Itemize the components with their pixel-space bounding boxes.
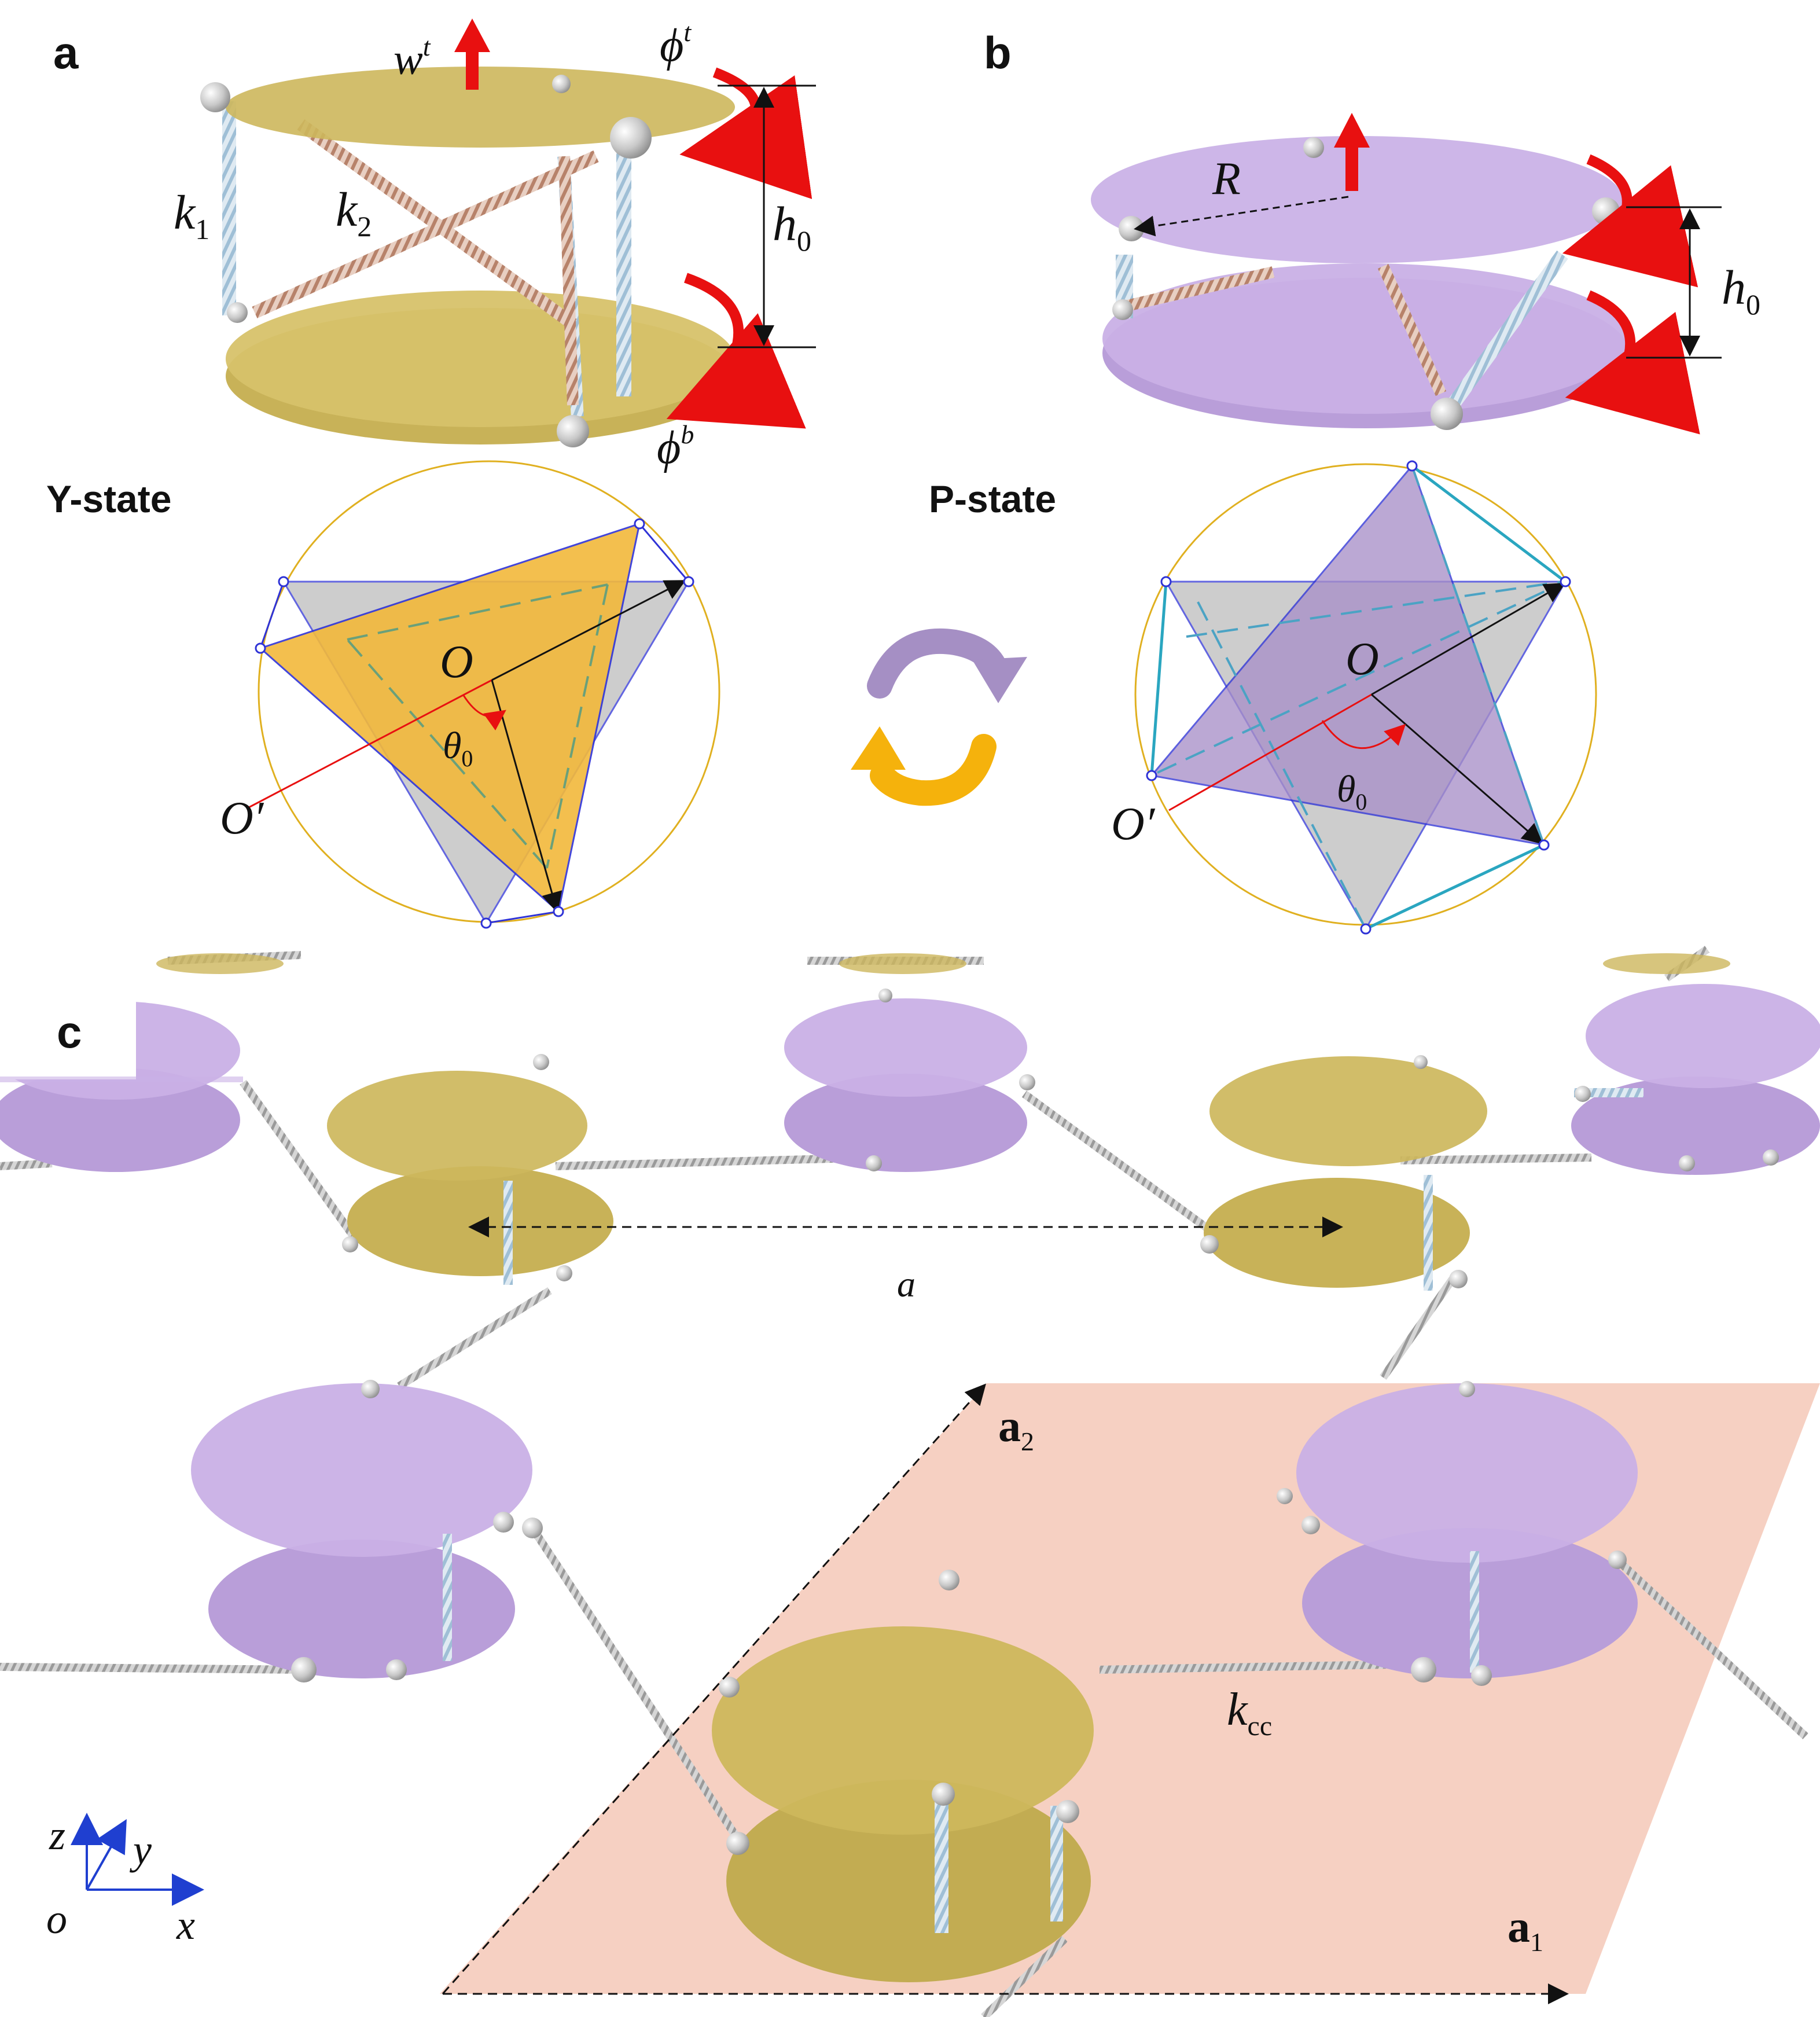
a2-vector bbox=[442, 1383, 986, 1994]
spring-k1-right bbox=[616, 148, 631, 396]
cell-yellow-right bbox=[1200, 1055, 1487, 1291]
kcc-label: kcc bbox=[1227, 1684, 1272, 1742]
cycle-arrow-purple bbox=[867, 628, 1008, 699]
r-vector-y bbox=[491, 580, 686, 681]
p-up-arrow bbox=[1334, 113, 1370, 191]
p-state-label: P-state bbox=[929, 477, 1056, 520]
spring-k2-a bbox=[252, 150, 599, 319]
o-label-p: O bbox=[1345, 634, 1379, 685]
lattice-spacing-label: a bbox=[897, 1263, 915, 1305]
h0-dimension-b bbox=[1626, 206, 1722, 359]
theta-arc-y bbox=[462, 694, 506, 731]
state-transition-cycle bbox=[851, 628, 1027, 806]
r-vector-p bbox=[1371, 583, 1566, 696]
panel-b-label: b bbox=[984, 27, 1012, 78]
r-label: R bbox=[1212, 153, 1241, 204]
axis-x-label: x bbox=[176, 1902, 195, 1948]
h0-label-a: h0 bbox=[773, 197, 811, 257]
kcc-springs bbox=[0, 946, 1808, 2017]
cell-purple-bottom-left bbox=[191, 1380, 543, 1682]
theta-arc-p bbox=[1321, 720, 1406, 749]
y-state-label: Y-state bbox=[46, 477, 171, 520]
cell-purple-top-left bbox=[0, 984, 243, 1172]
cell-purple-bottom-right bbox=[1277, 1381, 1638, 1686]
cell-yellow-bottom-center bbox=[712, 1570, 1094, 1982]
panel-b: b R h0 bbox=[929, 27, 1760, 935]
p-state-topview bbox=[1134, 460, 1597, 935]
panel-a: a wt bbox=[46, 17, 816, 929]
panel-a-label: a bbox=[53, 27, 79, 78]
spring-k2-b bbox=[297, 119, 577, 329]
y-cell-top-disk bbox=[226, 67, 735, 148]
phi-b-label: ϕb bbox=[657, 420, 694, 473]
r-radius-line bbox=[1134, 196, 1349, 237]
panel-c: a bbox=[0, 946, 1820, 2017]
spring-k1-left bbox=[222, 101, 236, 315]
k2-label: k2 bbox=[336, 183, 372, 243]
axis-y-label: y bbox=[129, 1827, 152, 1873]
wt-label: wt bbox=[394, 32, 431, 84]
spring-k2-c bbox=[558, 156, 579, 406]
phi-t-label: ϕt bbox=[660, 17, 692, 71]
k1-label: k1 bbox=[174, 186, 209, 245]
phi-b-arrow bbox=[666, 273, 806, 429]
y-cell-hinges bbox=[200, 75, 652, 447]
a1-label: a1 bbox=[1508, 1901, 1543, 1957]
axis-o-label: o bbox=[46, 1896, 67, 1942]
a2-label: a2 bbox=[998, 1401, 1034, 1456]
wt-arrow bbox=[454, 19, 490, 90]
cell-purple-top-center bbox=[784, 989, 1035, 1172]
y-cell-bottom-disk bbox=[226, 291, 735, 444]
o-label-y: O bbox=[440, 637, 473, 688]
y-cell-springs bbox=[222, 101, 631, 417]
p-cell-top-disk bbox=[1091, 136, 1623, 263]
p-rotation-arrow-top bbox=[1562, 154, 1698, 288]
r-vector-p2 bbox=[1371, 693, 1543, 844]
o-prime-label-p: O′ bbox=[1111, 799, 1156, 850]
o-prime-label-y: O′ bbox=[220, 793, 264, 844]
theta0-label-y: θ0 bbox=[443, 725, 473, 771]
h0-dimension-a bbox=[718, 84, 816, 348]
axis-z-label: z bbox=[49, 1812, 65, 1858]
theta0-label-p: θ0 bbox=[1337, 768, 1367, 815]
coordinate-axes bbox=[71, 1813, 204, 1906]
o-prime-line-p bbox=[1168, 693, 1372, 811]
y-yellow-triangle bbox=[259, 522, 641, 913]
cell-purple-top-right bbox=[1571, 984, 1820, 1175]
y-state-topview bbox=[248, 460, 720, 929]
cycle-arrow-yellow bbox=[870, 734, 997, 806]
o-prime-line-y bbox=[248, 679, 492, 809]
p-cell-springs bbox=[1116, 250, 1568, 410]
panel-c-label: c bbox=[57, 1006, 82, 1057]
h0-label-b: h0 bbox=[1722, 261, 1760, 321]
